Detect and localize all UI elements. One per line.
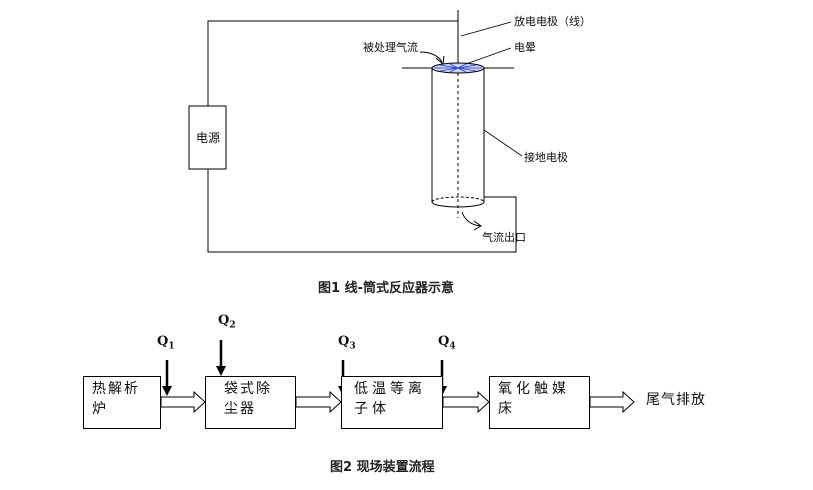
inlet-label: 被处理气流 bbox=[363, 41, 418, 54]
leader-corona bbox=[465, 47, 512, 65]
process-box-low-temp-plasma: 低温等离子体 bbox=[341, 376, 443, 429]
power-supply-label: 电源 bbox=[196, 131, 221, 145]
q3-base: Q bbox=[338, 334, 350, 349]
flow-arrow-1 bbox=[160, 390, 206, 414]
cylinder-bottom-front bbox=[431, 201, 485, 208]
q4-label: Q4 bbox=[438, 334, 456, 352]
exhaust-label: 尾气排放 bbox=[646, 392, 706, 408]
outlet-label: 气流出口 bbox=[482, 231, 526, 244]
outlet-arrow-head bbox=[473, 220, 482, 231]
process-box-bag-filter: 袋式除尘器 bbox=[205, 376, 296, 429]
process-box-oxidation-catalyst-bed: 氧化触媒床 bbox=[489, 376, 590, 429]
cylinder-bottom-back bbox=[431, 196, 485, 203]
figure1-caption: 图1 线-筒式反应器示意 bbox=[318, 281, 454, 296]
flow-arrow-3 bbox=[442, 390, 490, 414]
q4-sub: 4 bbox=[449, 341, 456, 352]
leader-discharge bbox=[460, 21, 512, 37]
q2-base: Q bbox=[218, 313, 230, 328]
flow-arrows bbox=[160, 390, 635, 414]
q3-sub: 3 bbox=[349, 341, 356, 352]
q3-label: Q3 bbox=[338, 334, 356, 352]
inlet-arrow-head bbox=[435, 55, 445, 65]
ground-electrode-label: 接地电极 bbox=[524, 151, 568, 164]
corona-label: 电晕 bbox=[514, 41, 536, 54]
figure2-caption: 图2 现场装置流程 bbox=[330, 460, 435, 475]
leader-ground bbox=[483, 129, 523, 157]
process-box-pyrolysis-furnace: 热解析炉 bbox=[83, 376, 161, 429]
outlet-arrow bbox=[461, 211, 481, 227]
discharge-electrode-label: 放电电极（线） bbox=[514, 15, 591, 28]
q1-base: Q bbox=[157, 334, 169, 349]
flow-arrow-4 bbox=[589, 390, 635, 414]
corona-rays bbox=[434, 63, 482, 73]
q1-sub: 1 bbox=[168, 341, 175, 352]
circuit-wire bbox=[207, 10, 517, 253]
inlet-arrow bbox=[419, 51, 443, 63]
q1-label: Q1 bbox=[157, 334, 175, 352]
q4-base: Q bbox=[438, 334, 450, 349]
q2-label: Q2 bbox=[218, 313, 236, 331]
power-supply-box bbox=[188, 105, 227, 170]
flow-arrow-2 bbox=[295, 390, 342, 414]
q2-sub: 2 bbox=[229, 320, 236, 331]
